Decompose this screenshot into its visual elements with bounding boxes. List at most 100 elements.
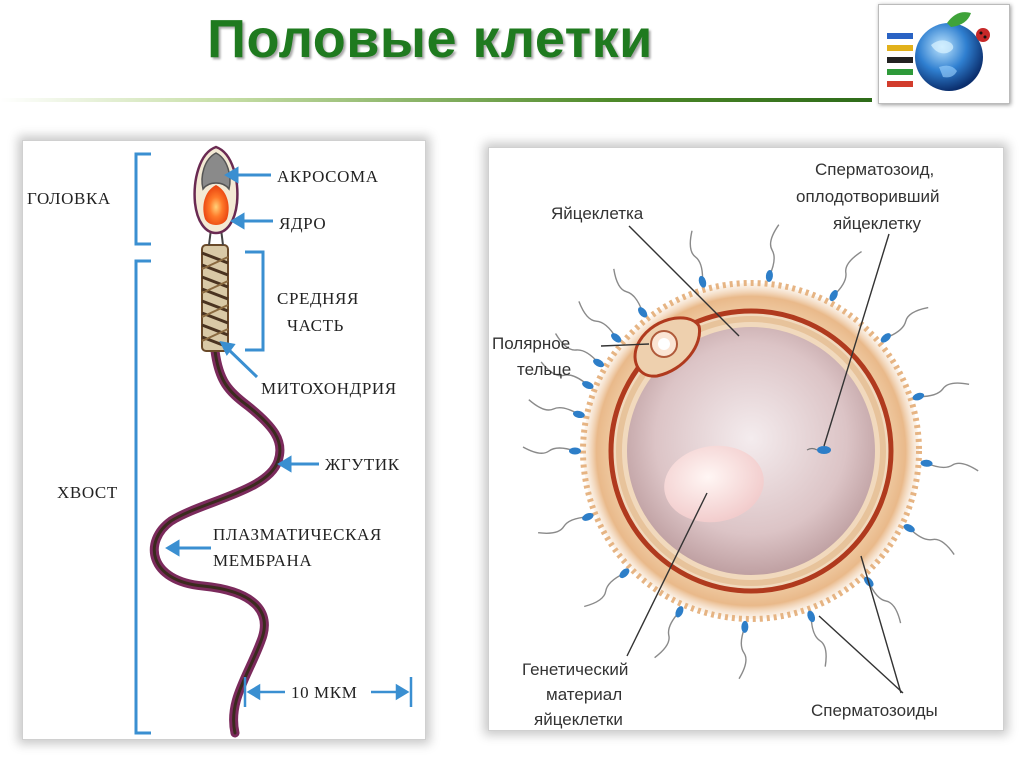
- fertilizing-sperm: [806, 446, 831, 454]
- sperm-head: [582, 512, 594, 521]
- genetic-leader-line: [626, 492, 708, 657]
- sperm-head: [829, 290, 838, 302]
- label-genetic-line3: яйцеклетки: [534, 710, 623, 729]
- sperm-16: [540, 361, 594, 390]
- label-fertilizing-line2: оплодотворивший: [796, 187, 940, 206]
- label-tail: ХВОСТ: [57, 483, 118, 502]
- label-flagellum: ЖГУТИК: [325, 455, 400, 474]
- label-fertilizing-line1: Сперматозоид,: [815, 160, 934, 179]
- sperm-tail: [738, 626, 747, 680]
- sperm-2: [689, 230, 707, 288]
- sperm-tail: [768, 224, 780, 277]
- egg-leader-line: [628, 225, 740, 337]
- label-scale: 10 МКМ: [291, 683, 357, 702]
- sperm-3: [765, 224, 780, 282]
- sperm-midpiece: [201, 244, 229, 352]
- sperm-tail: [833, 250, 862, 297]
- logo: [878, 4, 1010, 104]
- globe-logo-icon: [879, 5, 1009, 103]
- sperm-14: [538, 512, 594, 534]
- sperm-head: [741, 620, 749, 633]
- sperm-9: [863, 576, 902, 624]
- sperm-6: [912, 382, 970, 401]
- sperm-5: [880, 306, 929, 343]
- scale-bar: [243, 677, 413, 707]
- midpiece-bracket: [245, 250, 265, 352]
- label-sperms: Сперматозоиды: [811, 701, 938, 720]
- sperm-tail: [522, 446, 576, 454]
- label-polar-line2: тельце: [517, 360, 571, 379]
- sperm-head: [880, 333, 891, 343]
- label-egg: Яйцеклетка: [551, 204, 644, 223]
- sperm-tail: [528, 399, 580, 416]
- sperms-leader-line-1: [860, 555, 902, 694]
- label-polar-line1: Полярное: [492, 334, 570, 353]
- polar-leader-line: [600, 343, 650, 347]
- sperm-tail: [908, 527, 955, 555]
- sperm-10: [807, 610, 827, 667]
- label-acrosome: АКРОСОМА: [277, 167, 379, 186]
- sperm-tail: [538, 516, 588, 534]
- sperm-tail: [578, 301, 617, 339]
- sperm-1: [613, 268, 648, 318]
- slide-title: Половые клетки: [207, 9, 653, 69]
- title-underline: [0, 98, 872, 102]
- sperm-13: [584, 568, 630, 608]
- sperm-head: [572, 410, 585, 419]
- sperm-diagram-panel: ГОЛОВКА ХВОСТ АКРОСОМА ЯДРО СРЕДНЯЯ ЧАСТ…: [22, 140, 426, 740]
- label-midpiece-line1: СРЕДНЯЯ: [277, 289, 359, 308]
- label-midpiece-line2: ЧАСТЬ: [287, 316, 344, 335]
- label-fertilizing-line3: яйцеклетку: [833, 214, 922, 233]
- label-membrane-line1: ПЛАЗМАТИЧЕСКАЯ: [213, 525, 382, 544]
- sperm-tail: [584, 572, 625, 608]
- sperm-tail: [918, 382, 970, 398]
- mitochondria-arrow: [225, 346, 259, 379]
- sperms-leader-line-2: [818, 615, 904, 694]
- sperm-17: [578, 301, 622, 343]
- sperm-head: [807, 610, 816, 623]
- sperm-head: [593, 358, 605, 368]
- nucleus-shape: [203, 185, 229, 225]
- sperm-7: [920, 459, 979, 472]
- surrounding-sperms: [522, 224, 979, 680]
- sperm-tail: [810, 616, 827, 667]
- sperm-tail: [540, 361, 589, 386]
- label-mitochondria: МИТОХОНДРИЯ: [261, 379, 397, 398]
- label-head: ГОЛОВКА: [27, 189, 111, 208]
- label-membrane-line2: МЕМБРАНА: [213, 551, 312, 570]
- sperm-0: [554, 333, 605, 368]
- sperm-tail-core: [152, 349, 282, 735]
- sperm-head: [912, 392, 925, 401]
- sperm-head: [920, 459, 933, 467]
- sperm-tail: [689, 230, 704, 282]
- sperm-head: [193, 145, 239, 235]
- sperm-head: [582, 381, 594, 390]
- sperm-tail: [654, 611, 680, 659]
- sperm-4: [829, 250, 862, 302]
- fertilizing-leader-line: [823, 233, 890, 447]
- sperm-18: [528, 399, 585, 419]
- tail-bracket: [134, 259, 151, 735]
- sperm-tail: [926, 462, 979, 472]
- head-bracket: [134, 152, 151, 246]
- sperm-8: [903, 524, 955, 555]
- label-genetic-line1: Генетический: [522, 660, 628, 679]
- egg-nucleus: [664, 445, 764, 523]
- egg-diagram-panel: Яйцеклетка Сперматозоид, оплодотворивший…: [488, 147, 1004, 731]
- sperm-head: [675, 606, 684, 618]
- sperm-head: [619, 568, 630, 579]
- label-nucleus: ЯДРО: [279, 214, 326, 233]
- sperm-15: [522, 446, 581, 455]
- label-genetic-line2: материал: [546, 685, 622, 704]
- sperm-11: [738, 620, 749, 680]
- sperm-diagram: ГОЛОВКА ХВОСТ АКРОСОМА ЯДРО СРЕДНЯЯ ЧАСТ…: [27, 145, 413, 738]
- sperm-head: [903, 524, 915, 533]
- sperm-head: [611, 333, 622, 343]
- sperm-head: [638, 307, 648, 318]
- sperm-tail: [613, 268, 644, 313]
- sperm-head: [765, 269, 773, 282]
- sperm-head: [569, 447, 581, 455]
- sperm-12: [654, 606, 684, 659]
- sperm-tail: [554, 333, 600, 364]
- sperm-tail: [868, 581, 902, 624]
